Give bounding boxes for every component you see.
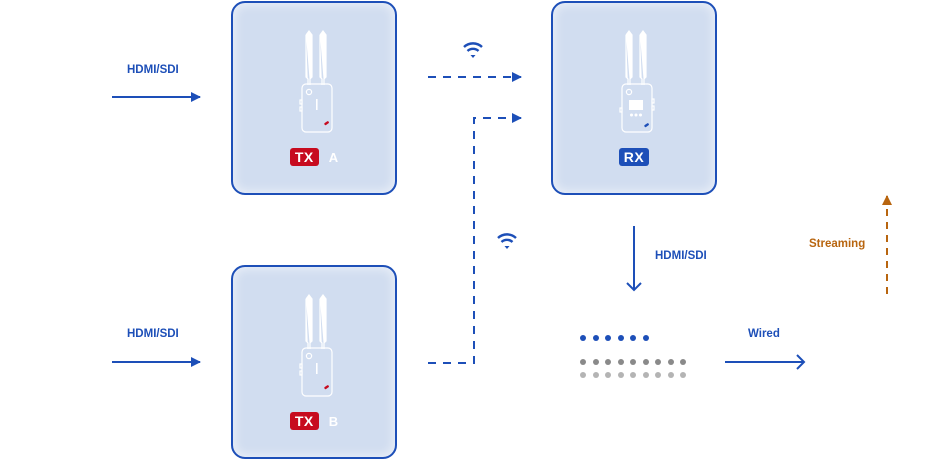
tx-b-badge-row: TX B bbox=[233, 412, 395, 430]
tx-a-badge-row: TX A bbox=[233, 148, 395, 166]
tx-b-suffix: B bbox=[328, 413, 339, 429]
gray-dot bbox=[655, 359, 661, 365]
rx-output-label: HDMI/SDI bbox=[655, 250, 707, 262]
gray-dot bbox=[580, 359, 586, 365]
gray-dot bbox=[630, 372, 636, 378]
blue-dot bbox=[592, 335, 599, 341]
rx-badge-row: RX bbox=[553, 148, 715, 166]
rx-card: RX bbox=[551, 1, 717, 195]
transmitter-device-icon bbox=[299, 30, 333, 133]
wifi-icon bbox=[497, 233, 517, 249]
blue-dot bbox=[580, 335, 586, 341]
wifi-icon bbox=[463, 42, 483, 58]
gray-dot bbox=[667, 372, 674, 378]
gray-dot bbox=[642, 372, 649, 378]
blue-dot bbox=[605, 335, 611, 341]
wired-arrow bbox=[725, 354, 806, 370]
tx-b-card: TX B bbox=[231, 265, 397, 459]
network-dot-matrix bbox=[580, 332, 690, 382]
tx-b-badge: TX bbox=[289, 412, 319, 430]
tx-a-suffix: A bbox=[328, 149, 339, 165]
transmitter-device-icon bbox=[299, 294, 333, 397]
gray-dot bbox=[605, 359, 611, 365]
gray-dot bbox=[592, 359, 599, 365]
tx-b-to-rx-link bbox=[428, 113, 522, 364]
receiver-device-icon bbox=[619, 30, 655, 133]
gray-dot bbox=[680, 359, 686, 365]
gray-dot bbox=[680, 372, 686, 378]
input-b-label: HDMI/SDI bbox=[127, 328, 179, 340]
rx-output-arrow bbox=[626, 226, 642, 292]
tx-a-card: TX A bbox=[231, 1, 397, 195]
rx-badge: RX bbox=[618, 148, 650, 166]
input-a-label: HDMI/SDI bbox=[127, 64, 179, 76]
tx-a-badge: TX bbox=[289, 148, 319, 166]
gray-dot bbox=[592, 372, 599, 378]
gray-dot bbox=[655, 372, 661, 378]
gray-dot bbox=[580, 372, 586, 378]
gray-dot bbox=[605, 372, 611, 378]
blue-dot bbox=[617, 335, 624, 341]
gray-dot bbox=[630, 359, 636, 365]
gray-dot bbox=[617, 359, 624, 365]
blue-dot bbox=[642, 335, 649, 341]
streaming-label: Streaming bbox=[809, 238, 866, 250]
wired-label: Wired bbox=[748, 328, 780, 340]
gray-dot bbox=[617, 372, 624, 378]
gray-dot bbox=[667, 359, 674, 365]
gray-dot bbox=[642, 359, 649, 365]
blue-dot bbox=[630, 335, 636, 341]
